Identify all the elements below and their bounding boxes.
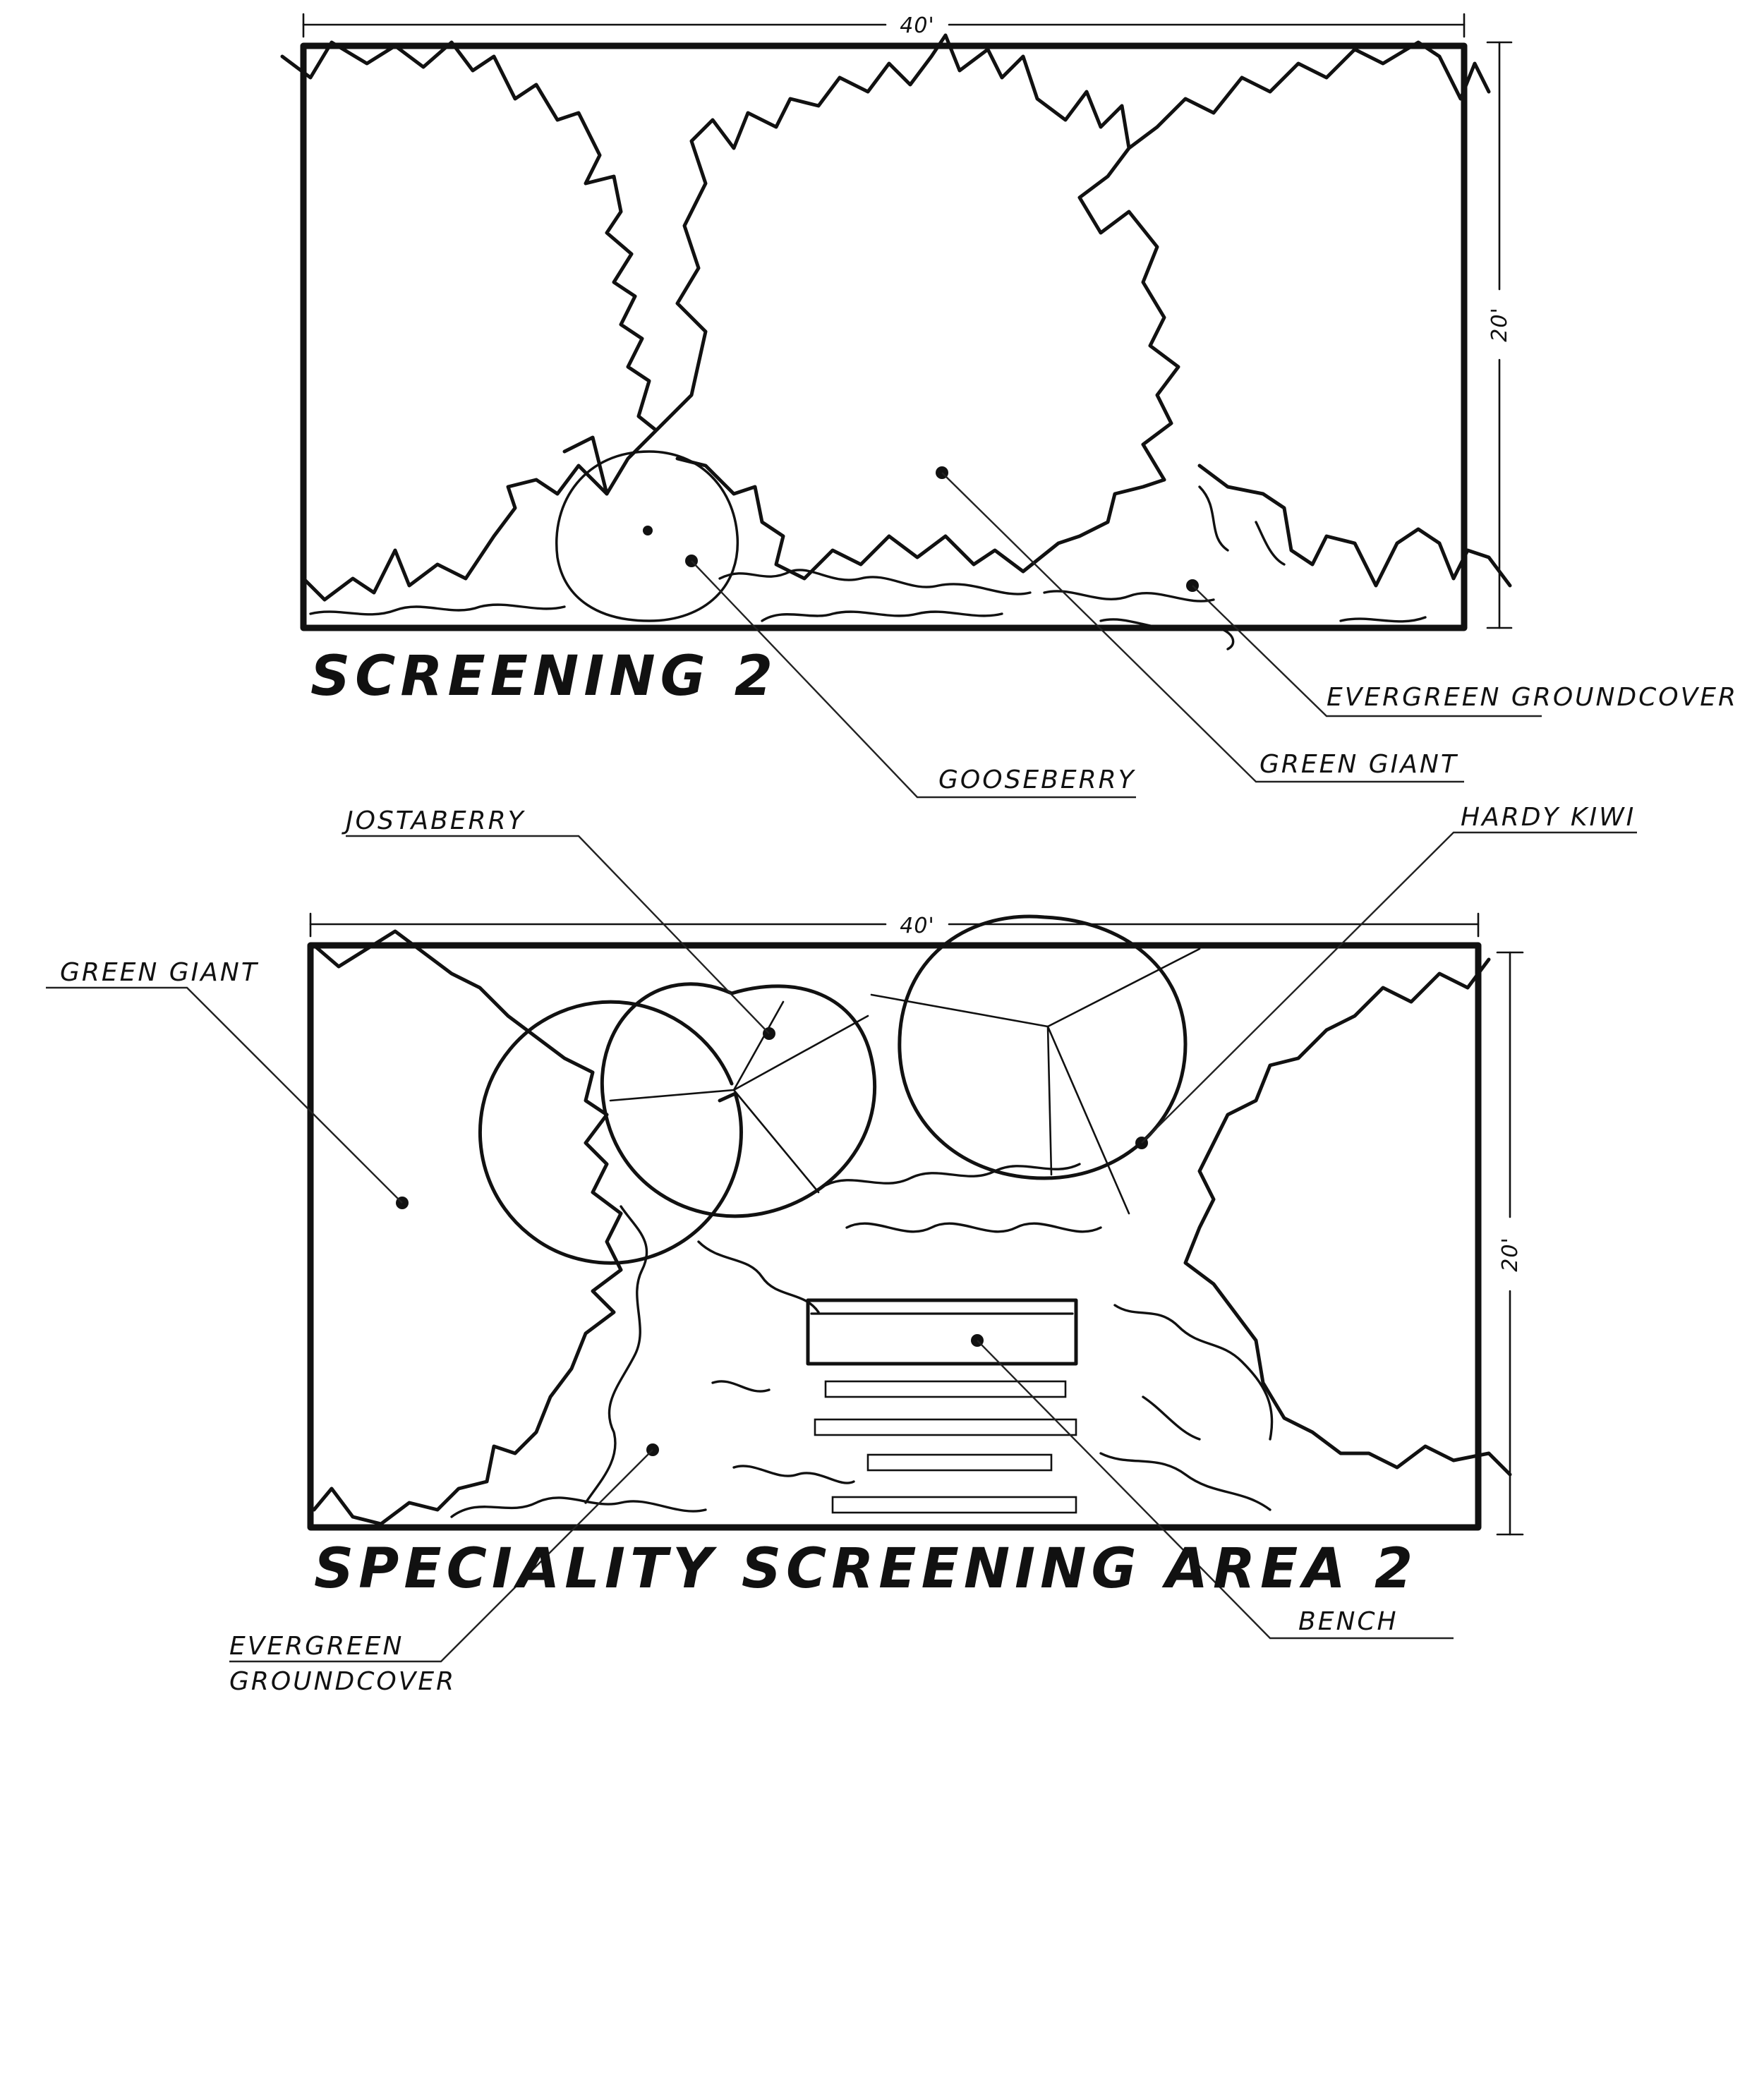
bottom-height-dimension: 20' [1496, 951, 1524, 1536]
bottom-height-label: 20' [1498, 1237, 1523, 1271]
hardy-kiwi-label: Hardy Kiwi [1461, 803, 1636, 832]
gooseberry-center-dot [643, 526, 653, 535]
groundcover-leader [1192, 585, 1542, 717]
groundcover-scribble [450, 1163, 1274, 1518]
top-width-label: 40' [900, 13, 934, 38]
gooseberry-shrub [555, 450, 739, 622]
bench-label: Bench [1298, 1607, 1398, 1636]
groundcover-label: Evergreen groundcover [1327, 683, 1738, 712]
gooseberry-leader [691, 560, 1136, 799]
steps [814, 1380, 1077, 1514]
groundcover-label-line2: Groundcover [229, 1667, 456, 1696]
jostaberry-leader [346, 835, 770, 1034]
gooseberry-label: Gooseberry [938, 765, 1136, 794]
groundcover-leader-2 [229, 1449, 653, 1663]
groundcover-label-line1: Evergreen [229, 1632, 404, 1661]
bottom-width-label: 40' [900, 914, 934, 938]
bench [806, 1298, 1078, 1366]
speciality-title: Speciality Screening Area 2 [314, 1537, 1418, 1601]
green-giant-lower-edge [301, 456, 1512, 602]
left-green-giant-label: Green Giant [60, 958, 259, 987]
green-giant-hedge-outline [280, 33, 1491, 496]
screening-2-title: Screening 2 [310, 645, 778, 708]
screening-2-boundary [300, 42, 1468, 631]
top-height-label: 20' [1487, 307, 1512, 341]
jostaberry-shrub [478, 982, 877, 1265]
top-height-dimension: 20' [1486, 41, 1513, 629]
hardy-kiwi-shrub [870, 914, 1201, 1215]
bottom-width-dimension: 40' [309, 912, 1480, 938]
jostaberry-label: Jostaberry [342, 806, 526, 835]
right-green-giant-hedge [1183, 957, 1512, 1477]
green-giant-label: Green Giant [1259, 750, 1458, 779]
speciality-area-boundary [307, 942, 1482, 1531]
hardy-kiwi-leader [1141, 831, 1637, 1144]
evergreen-groundcover-swirl [309, 485, 1427, 650]
speciality-screening-area-2-plan: 40' 20' [46, 803, 1637, 1696]
bench-leader [977, 1340, 1454, 1640]
left-green-giant-hedge [312, 929, 623, 1526]
green-giant-leader [941, 472, 1464, 783]
left-green-giant-leader [46, 986, 403, 1204]
screening-2-plan: 40' 20' Gooseberry Green Giant [280, 13, 1738, 799]
top-width-dimension: 40' [302, 13, 1466, 38]
